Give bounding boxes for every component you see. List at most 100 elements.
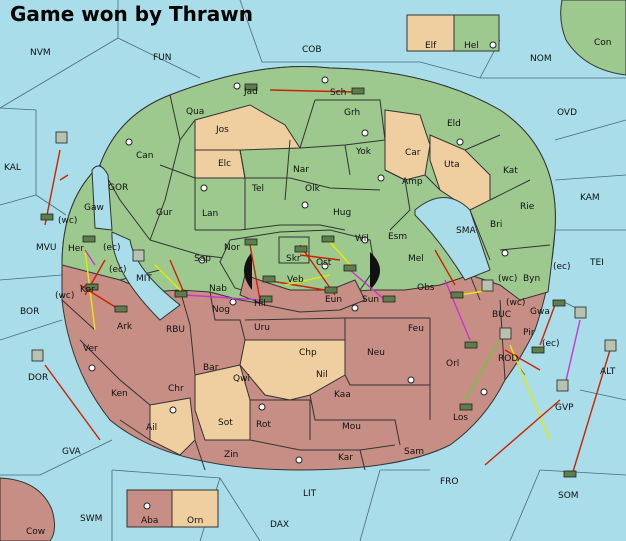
island-aba-orn [126, 489, 219, 528]
svg-text:Kat: Kat [503, 166, 518, 176]
svg-text:(ec): (ec) [553, 262, 571, 272]
svg-text:Orn: Orn [187, 516, 203, 526]
svg-text:(ec): (ec) [109, 265, 127, 275]
svg-text:TEI: TEI [589, 258, 604, 268]
svg-text:Sch: Sch [330, 88, 346, 98]
svg-text:Olk: Olk [305, 184, 321, 194]
svg-text:Elc: Elc [218, 159, 231, 169]
svg-text:OVD: OVD [557, 108, 577, 118]
svg-text:Kaa: Kaa [334, 390, 351, 400]
svg-text:Pir: Pir [523, 328, 535, 338]
svg-text:Sot: Sot [218, 418, 233, 428]
svg-text:Sap: Sap [194, 254, 211, 264]
svg-text:Con: Con [594, 38, 612, 48]
svg-text:SMA: SMA [456, 226, 476, 236]
svg-text:GOR: GOR [108, 183, 128, 193]
svg-text:Qua: Qua [186, 107, 204, 117]
svg-text:ALT: ALT [600, 367, 616, 377]
island-elf-hel [406, 14, 500, 52]
svg-text:Chp: Chp [299, 348, 317, 358]
svg-text:Wil: Wil [355, 234, 369, 244]
svg-text:Ver: Ver [83, 344, 98, 354]
svg-text:LIT: LIT [303, 489, 317, 499]
svg-text:ROD: ROD [498, 354, 518, 364]
svg-text:Los: Los [453, 413, 468, 423]
svg-text:Grh: Grh [344, 108, 360, 118]
svg-text:Jad: Jad [243, 87, 258, 97]
svg-text:Ken: Ken [111, 389, 128, 399]
svg-text:Skr: Skr [286, 254, 301, 264]
svg-text:Kar: Kar [338, 453, 353, 463]
svg-text:Sam: Sam [404, 447, 424, 457]
svg-text:Nab: Nab [209, 284, 227, 294]
svg-text:GVP: GVP [555, 403, 574, 413]
svg-text:DOR: DOR [28, 373, 48, 383]
island-cow [0, 477, 56, 541]
svg-text:Sun: Sun [362, 295, 379, 305]
svg-text:Nog: Nog [212, 305, 230, 315]
island-con [560, 0, 626, 76]
svg-text:Zin: Zin [224, 450, 238, 460]
svg-text:Nil: Nil [316, 370, 328, 380]
svg-text:Eld: Eld [447, 119, 461, 129]
svg-text:Feu: Feu [408, 324, 424, 334]
svg-text:Mou: Mou [342, 422, 361, 432]
inner-lake [91, 165, 491, 321]
svg-text:Bri: Bri [490, 220, 502, 230]
svg-text:MVU: MVU [36, 243, 57, 253]
units [31, 83, 617, 478]
svg-text:Qwi: Qwi [233, 374, 250, 384]
svg-text:Gur: Gur [156, 208, 173, 218]
svg-text:(wc): (wc) [506, 298, 525, 308]
svg-text:Lan: Lan [202, 209, 218, 219]
svg-text:Uta: Uta [444, 160, 460, 170]
svg-text:Kor: Kor [80, 285, 95, 295]
svg-text:Ost: Ost [316, 258, 332, 268]
svg-text:Amp: Amp [402, 177, 423, 187]
svg-text:Elf: Elf [425, 41, 437, 51]
svg-text:SWM: SWM [80, 514, 102, 524]
svg-text:Esm: Esm [388, 232, 407, 242]
svg-text:Nar: Nar [293, 165, 309, 175]
svg-text:Obs: Obs [417, 283, 435, 293]
svg-text:DAX: DAX [270, 520, 289, 530]
svg-text:Orl: Orl [446, 359, 459, 369]
supply-centers [88, 41, 509, 510]
svg-text:Gwa: Gwa [530, 307, 550, 317]
svg-text:Uru: Uru [254, 323, 270, 333]
svg-text:Cow: Cow [26, 527, 45, 537]
svg-text:FUN: FUN [153, 53, 172, 63]
svg-text:COB: COB [302, 45, 322, 55]
svg-text:Jos: Jos [215, 125, 229, 135]
svg-text:Hug: Hug [333, 208, 351, 218]
svg-text:MIT: MIT [136, 274, 152, 284]
svg-text:Hil: Hil [254, 299, 266, 309]
svg-text:Aba: Aba [141, 516, 158, 526]
svg-text:Eun: Eun [325, 295, 342, 305]
svg-text:Her: Her [68, 244, 84, 254]
svg-text:KAL: KAL [4, 163, 21, 173]
svg-text:(wc): (wc) [55, 291, 74, 301]
svg-text:Ark: Ark [117, 322, 133, 332]
svg-text:Mel: Mel [408, 254, 424, 264]
svg-text:Car: Car [405, 148, 421, 158]
svg-text:Rot: Rot [256, 420, 271, 430]
svg-text:Can: Can [136, 151, 154, 161]
svg-text:Chr: Chr [168, 384, 184, 394]
svg-text:GVA: GVA [62, 447, 82, 457]
svg-text:(wc): (wc) [58, 216, 77, 226]
svg-text:Nor: Nor [224, 243, 240, 253]
svg-text:Gaw: Gaw [84, 203, 104, 213]
svg-text:Veb: Veb [287, 275, 304, 285]
svg-text:Byn: Byn [523, 274, 540, 284]
game-title: Game won by Thrawn [10, 2, 253, 26]
svg-text:Neu: Neu [367, 348, 385, 358]
svg-text:KAM: KAM [580, 193, 600, 203]
svg-text:BUC: BUC [492, 310, 511, 320]
svg-text:NOM: NOM [530, 54, 552, 64]
svg-text:Ail: Ail [146, 423, 157, 433]
svg-text:Tel: Tel [251, 184, 264, 194]
